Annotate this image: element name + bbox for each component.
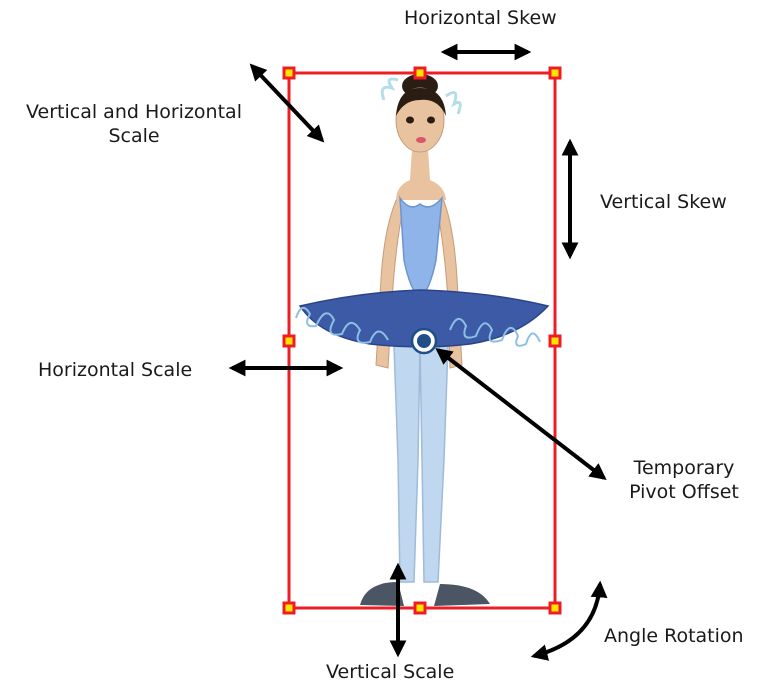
neck xyxy=(396,150,446,200)
label-vertical-skew: Vertical Skew xyxy=(600,190,727,214)
handle-top-left[interactable] xyxy=(284,68,294,78)
label-vertical-and-horizontal-scale-line2: Scale xyxy=(8,124,260,148)
handle-top-middle[interactable] xyxy=(415,68,425,78)
label-temporary-pivot-offset-line2: Pivot Offset xyxy=(614,480,754,504)
label-horizontal-skew: Horizontal Skew xyxy=(404,6,557,30)
lips xyxy=(416,137,426,143)
label-vertical-scale: Vertical Scale xyxy=(326,660,454,684)
label-vertical-and-horizontal-scale-line1: Vertical and Horizontal xyxy=(8,100,260,124)
left-eye xyxy=(406,117,414,124)
handle-top-right[interactable] xyxy=(550,68,560,78)
right-leg xyxy=(420,345,448,582)
right-eye xyxy=(427,117,435,124)
pivot-point[interactable] xyxy=(412,329,436,353)
angle-rotation-arrow xyxy=(534,584,600,656)
label-horizontal-scale: Horizontal Scale xyxy=(38,358,192,382)
label-vertical-and-horizontal-scale: Vertical and Horizontal Scale xyxy=(8,100,260,148)
pivot-offset-arrow xyxy=(438,350,604,478)
handle-middle-left[interactable] xyxy=(284,336,294,346)
bodice xyxy=(400,198,442,298)
label-temporary-pivot-offset-line1: Temporary xyxy=(614,456,754,480)
right-shoe xyxy=(434,584,490,606)
handle-bottom-middle[interactable] xyxy=(415,603,425,613)
left-leg xyxy=(394,345,420,582)
label-temporary-pivot-offset: Temporary Pivot Offset xyxy=(614,456,754,504)
handle-bottom-left[interactable] xyxy=(284,603,294,613)
handle-middle-right[interactable] xyxy=(550,336,560,346)
handle-bottom-right[interactable] xyxy=(550,603,560,613)
label-angle-rotation: Angle Rotation xyxy=(604,624,744,648)
